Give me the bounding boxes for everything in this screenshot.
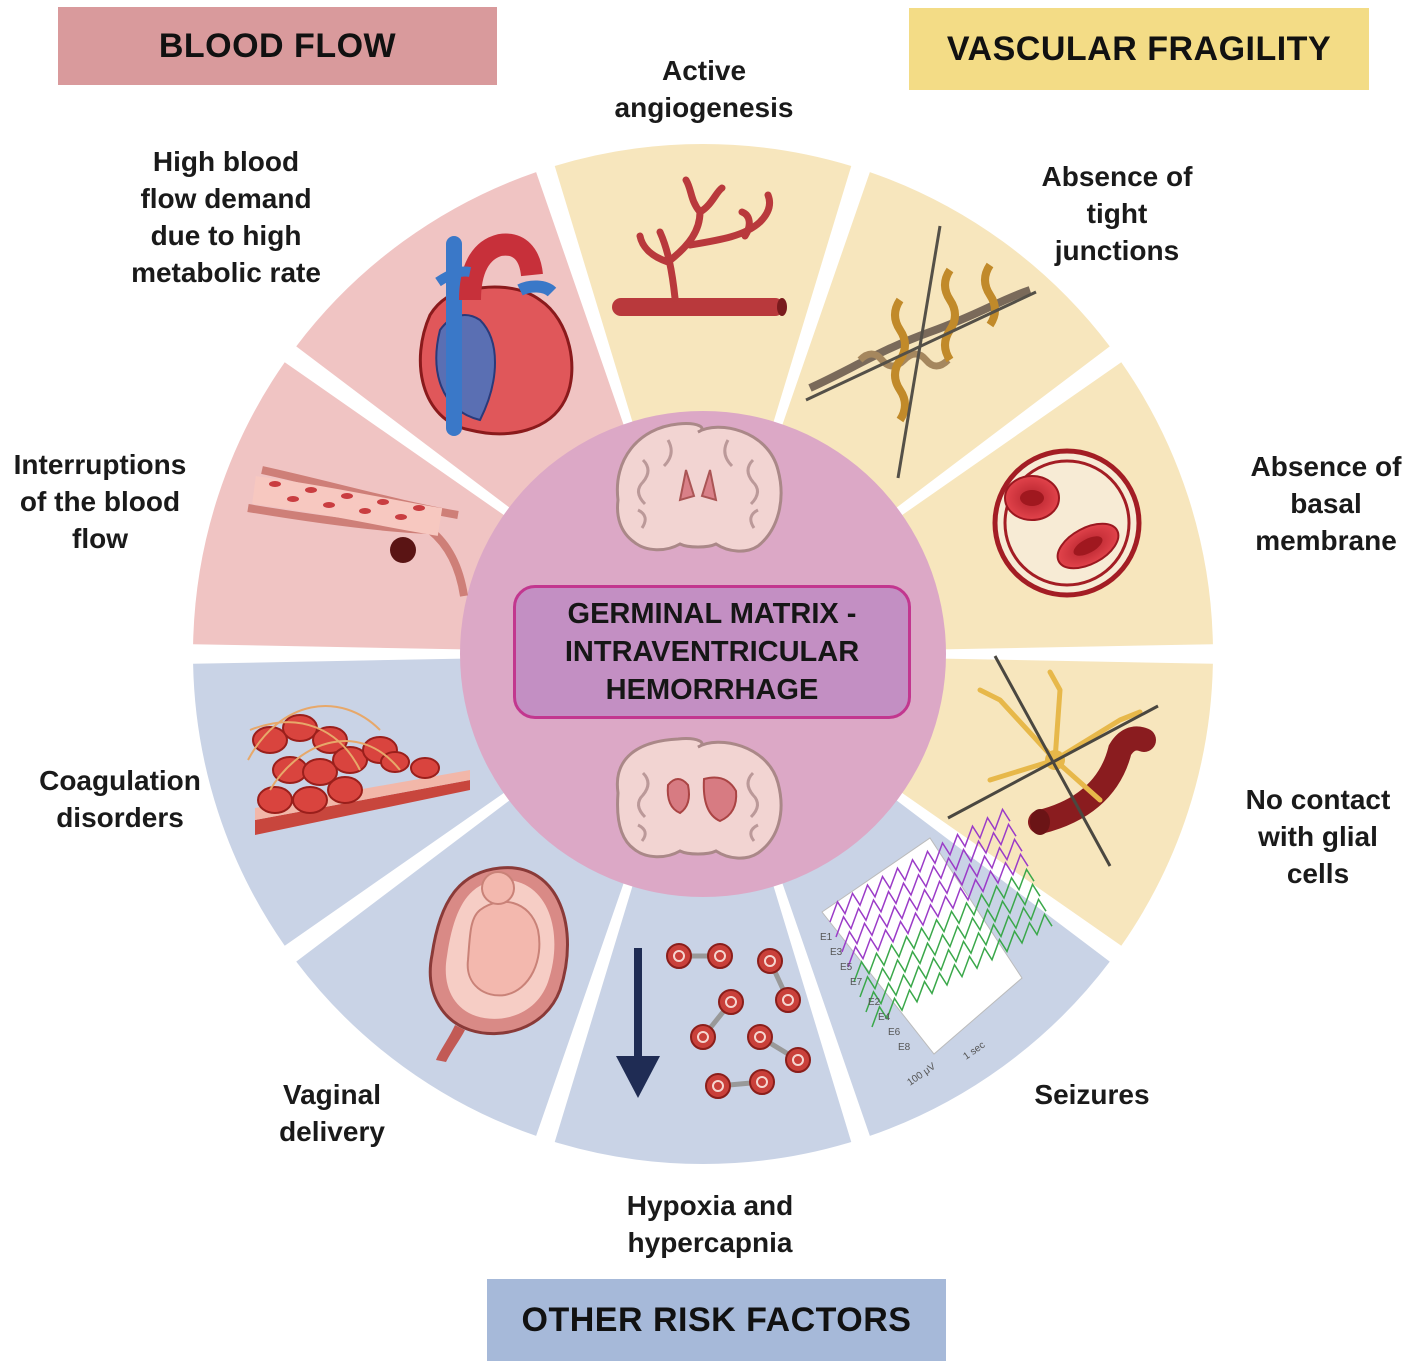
- angiogenesis-vessel-icon: [612, 176, 787, 316]
- oxygen-atom-ring: [792, 1054, 804, 1066]
- eeg-channel-label: E2: [868, 997, 881, 1008]
- eeg-trace: [835, 822, 1017, 938]
- oxygen-atom-ring: [712, 1080, 724, 1092]
- eeg-channel-label: E5: [840, 962, 853, 973]
- red-blood-cell: [302, 758, 338, 786]
- eeg-trace: [829, 807, 1011, 923]
- oxygen-atom: [747, 1024, 773, 1050]
- eeg-icon: E1 E3 E5 E7 E2 E4 E6 E8 100 μV 1 sec: [820, 807, 1053, 1088]
- eeg-channel-label: E3: [830, 947, 843, 958]
- oxygen-atom: [718, 989, 744, 1015]
- label-active-angiogenesis: Active angiogenesis: [614, 55, 794, 123]
- red-blood-cell: [359, 508, 371, 514]
- oxygen-atom-ring: [714, 950, 726, 962]
- red-blood-cell: [312, 726, 348, 754]
- center-title-box: GERMINAL MATRIX - INTRAVENTRICULAR HEMOR…: [513, 585, 911, 719]
- red-blood-cell: [410, 757, 440, 779]
- oxygen-atom-ring: [697, 1031, 709, 1043]
- red-blood-cell: [327, 776, 363, 804]
- oxygen-atom-ring: [725, 996, 737, 1008]
- red-blood-cell: [377, 499, 389, 505]
- oxygen-atom: [666, 943, 692, 969]
- eeg-channel-label: E1: [820, 932, 833, 943]
- eeg-channel-label: E7: [850, 977, 863, 988]
- red-blood-cell: [269, 481, 281, 487]
- red-blood-cell: [252, 726, 288, 754]
- oxygen-atom: [749, 1069, 775, 1095]
- eeg-trace: [859, 882, 1041, 998]
- label-vaginal-delivery: Vaginal delivery: [279, 1079, 385, 1147]
- glial-cells-icon: [947, 655, 1159, 867]
- vascular-fragility-banner: VASCULAR FRAGILITY: [909, 8, 1369, 90]
- eeg-trace: [847, 852, 1029, 968]
- red-blood-cell: [323, 502, 335, 508]
- eeg-channel-label: E8: [898, 1042, 911, 1053]
- tight-junctions-icon: [805, 225, 1037, 479]
- label-high-blood-flow: High blood flow demand due to high metab…: [131, 146, 321, 288]
- red-blood-cell: [257, 786, 293, 814]
- oxygen-atom-ring: [673, 950, 685, 962]
- oxygen-atom: [785, 1047, 811, 1073]
- oxygen-atom-ring: [782, 994, 794, 1006]
- eeg-trace: [841, 837, 1023, 953]
- oxygen-atom: [707, 943, 733, 969]
- label-hypoxia: Hypoxia and hypercapnia: [626, 1190, 794, 1258]
- oxygen-atom-ring: [754, 1031, 766, 1043]
- red-blood-cell: [332, 746, 368, 774]
- brain-top-icon: [615, 422, 783, 553]
- interrupted-vessel-icon: [247, 466, 468, 597]
- oxygen-atom: [705, 1073, 731, 1099]
- oxygen-atom-ring: [764, 955, 776, 967]
- eeg-trace: [865, 897, 1047, 1013]
- red-blood-cell: [305, 487, 317, 493]
- hypoxia-icon: [616, 943, 811, 1099]
- coagulation-clot-icon: [247, 705, 470, 835]
- basal-membrane-icon: [992, 448, 1142, 598]
- red-blood-cell: [395, 514, 407, 520]
- red-blood-cell: [413, 505, 425, 511]
- eeg-channel-label: E6: [888, 1027, 901, 1038]
- brain-bottom-icon: [615, 737, 783, 860]
- label-glial-cells: No contact with glial cells: [1245, 784, 1391, 889]
- red-blood-cell: [282, 714, 318, 742]
- uterus-fetus-icon: [428, 866, 569, 1062]
- other-risk-factors-banner: OTHER RISK FACTORS: [487, 1279, 946, 1361]
- blood-flow-banner: BLOOD FLOW: [58, 7, 497, 85]
- label-coagulation: Coagulation disorders: [39, 765, 201, 833]
- oxygen-atom-ring: [756, 1076, 768, 1088]
- red-blood-cell: [287, 496, 299, 502]
- eeg-trace: [853, 867, 1035, 983]
- heart-icon: [418, 233, 574, 436]
- eeg-channel-label: E4: [878, 1012, 891, 1023]
- oxygen-atom: [690, 1024, 716, 1050]
- segment-active-angiogenesis: [554, 143, 852, 425]
- eeg-trace: [871, 912, 1053, 1028]
- oxygen-atom: [775, 987, 801, 1013]
- label-seizures: Seizures: [1034, 1079, 1150, 1110]
- label-basal-membrane: Absence of basal membrane: [1250, 451, 1402, 556]
- label-tight-junctions: Absence of tight junctions: [1041, 161, 1193, 266]
- red-blood-cell: [292, 786, 328, 814]
- red-blood-cell: [341, 493, 353, 499]
- label-interruptions: Interruptions of the blood flow: [13, 449, 187, 554]
- oxygen-atom: [757, 948, 783, 974]
